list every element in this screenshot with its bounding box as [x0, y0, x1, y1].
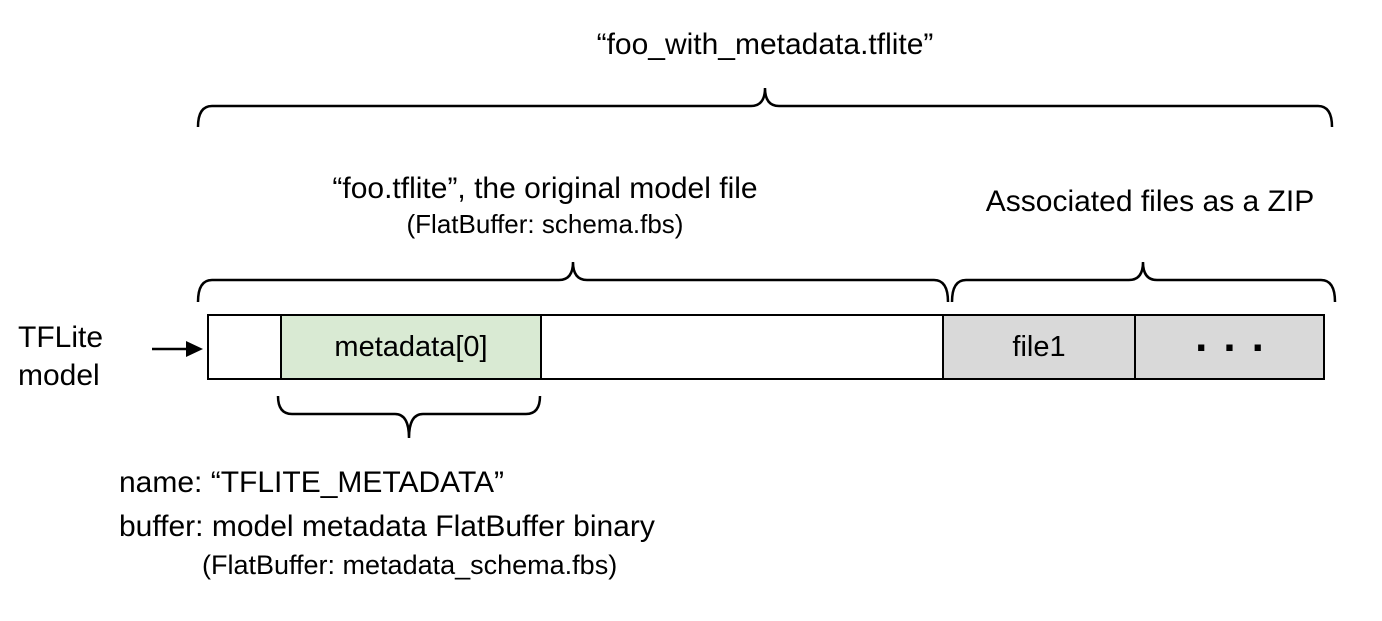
ellipsis-label: ...	[1195, 312, 1280, 361]
metadata-note-name: name: “TFLITE_METADATA”	[119, 466, 505, 499]
brace-metadata-note	[276, 395, 542, 439]
zip-section-label: Associated files as a ZIP	[985, 185, 1315, 218]
brace-model-section	[196, 261, 950, 303]
tflite-model-label-line2: model	[18, 358, 100, 392]
bar-segment-metadata: metadata[0]	[280, 316, 540, 378]
arrow-icon	[152, 341, 203, 357]
model-section-label-line2: (FlatBuffer: schema.fbs)	[406, 209, 684, 239]
tflite-model-label-line1: TFLite	[18, 321, 104, 354]
bar-segment-model-body	[540, 316, 942, 378]
metadata-note-schema: (FlatBuffer: metadata_schema.fbs)	[202, 550, 618, 580]
tflite-file-bar: metadata[0] file1 ...	[207, 312, 1325, 380]
brace-top-file	[196, 87, 1334, 128]
bar-segment-more-files: ...	[1134, 312, 1323, 378]
brace-zip-section	[950, 261, 1337, 303]
bar-segment-leading	[209, 316, 280, 378]
file-title: “foo_with_metadata.tflite”	[596, 28, 934, 61]
tflite-model-label: TFLite model	[18, 319, 103, 394]
model-section-label-line1: “foo.tflite”, the original model file	[332, 172, 758, 205]
file1-segment-label: file1	[1012, 330, 1066, 363]
bar-segment-file1: file1	[942, 316, 1134, 378]
model-section-label: “foo.tflite”, the original model file (F…	[170, 171, 920, 240]
metadata-segment-label: metadata[0]	[334, 330, 488, 363]
metadata-note-buffer: buffer: model metadata FlatBuffer binary	[119, 510, 655, 543]
